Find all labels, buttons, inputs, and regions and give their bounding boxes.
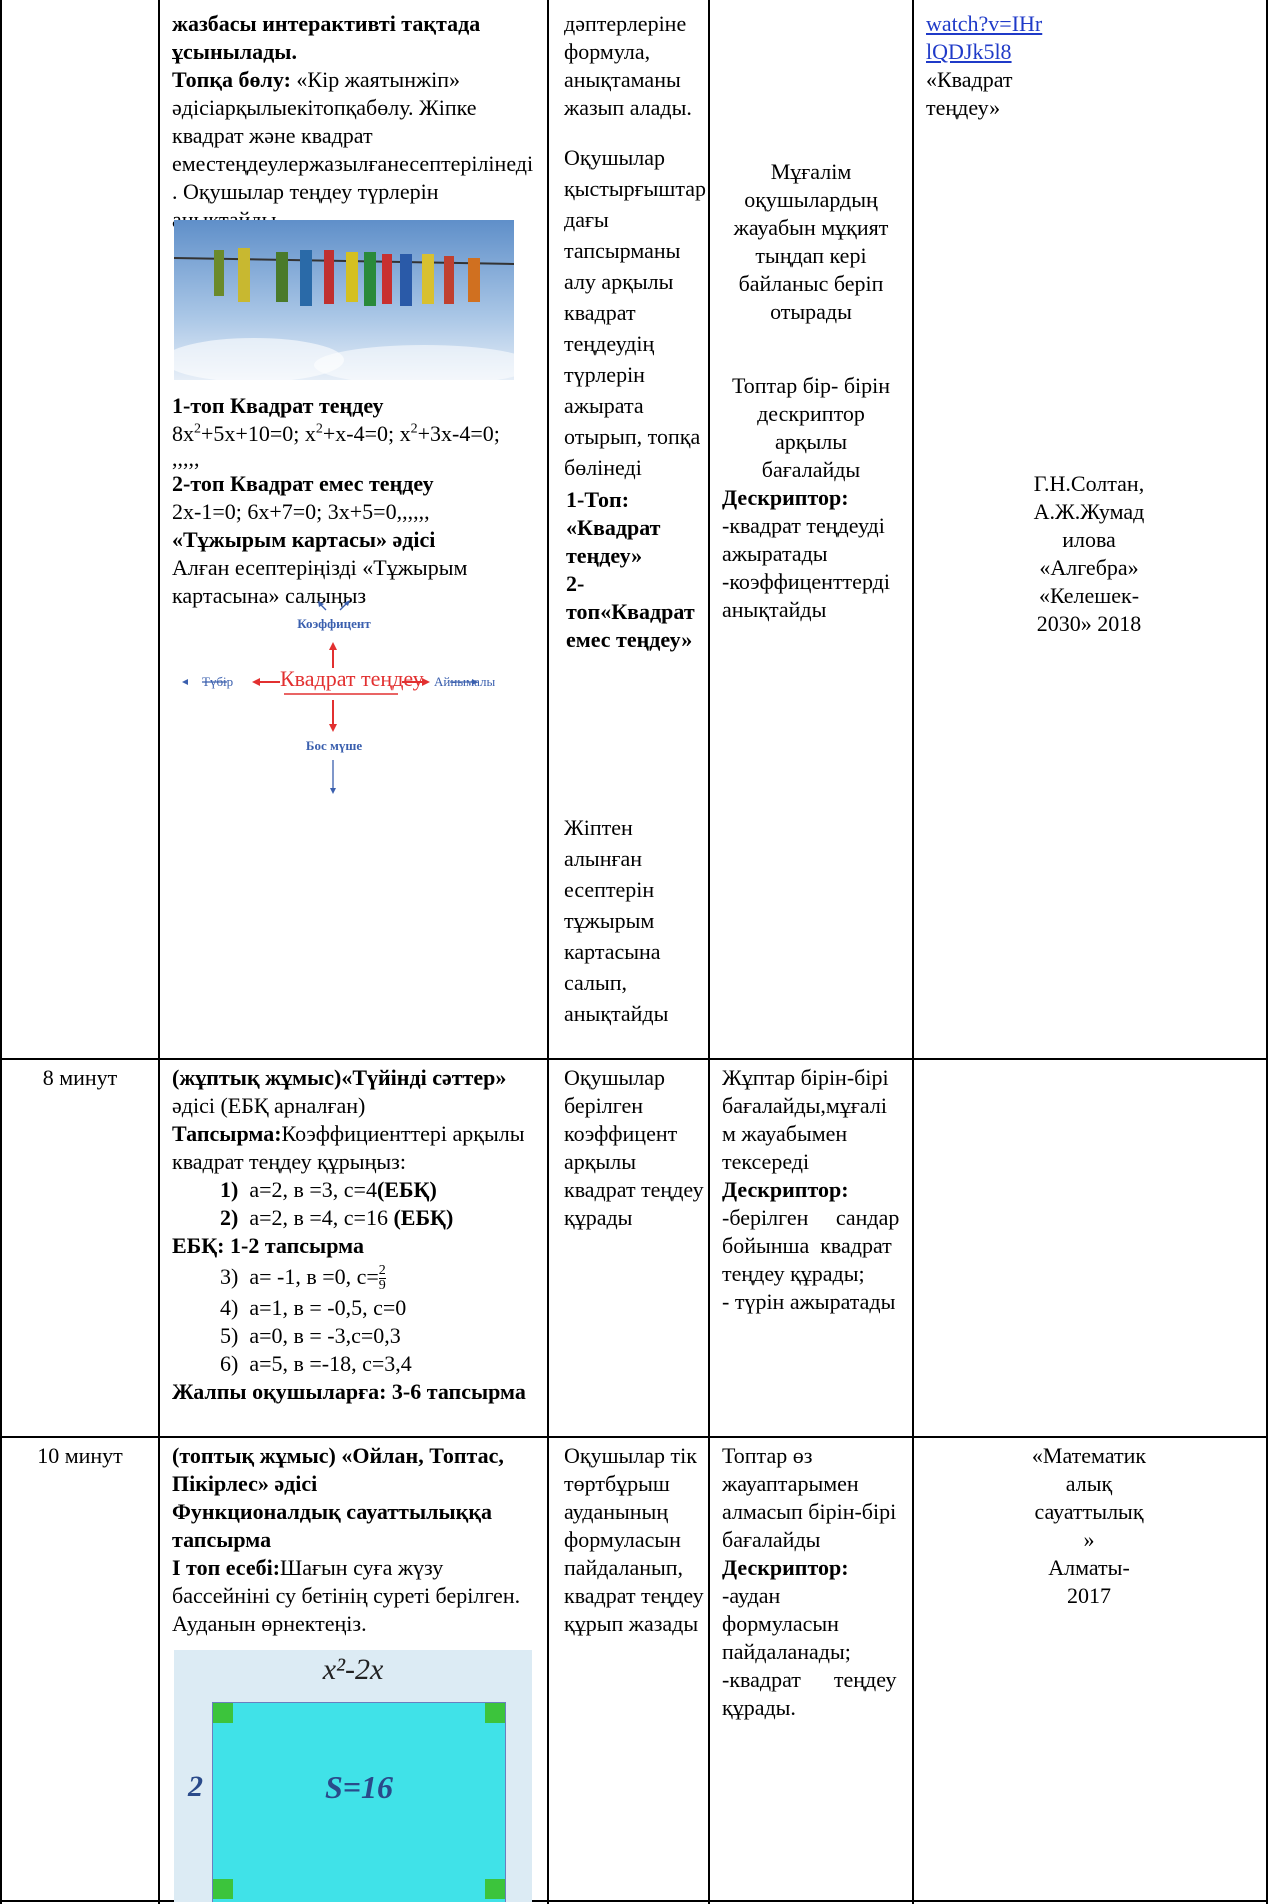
pool-corner [213,1703,233,1723]
concept-map-arrows [182,600,478,794]
pool-rectangle: S=16 [212,1702,506,1902]
row2-student-activity: Оқушылар берілген коэффицент арқылы квад… [564,1065,704,1230]
concept-map: Коэффицент Түбір Квадрат теңдеу Айнымалы… [172,600,542,800]
table-border-right [1266,0,1268,1904]
row3-task: (топтық жұмыс) «Ойлан, Топтас, Пікірлес»… [172,1443,521,1636]
table-border-left [0,0,2,1904]
resource-link[interactable]: watch?v=IHr lQDJk5l8 «Квадрат теңдеу» [926,11,1043,120]
row1-assessment: Топтар бір- бірін дескриптор арқылы баға… [731,373,891,482]
table-border-col1 [158,0,160,1904]
row1-descriptors: Дескриптор: -квадрат теңдеуді ажыратады … [722,485,890,622]
row1-student-activity-1: дәптерлеріне формула, анықтаманы жазып а… [564,11,692,120]
row1-student-activity-3: Жіптен алынған есептерін тұжырым картасы… [564,815,669,1026]
pool-top-label: x²-2x [322,1653,384,1686]
row2-assessment: Жұптар бірін-бірі бағалайды,мұғалі м жау… [722,1065,900,1314]
group1-equations: 8x2+5x+10=0; x2+x-4=0; x2+3x-4=0; [172,421,500,446]
row3-assessment: Топтар өз жауаптарымен алмасып бірін-бір… [722,1443,897,1720]
concept-map-top: Коэффицент [297,616,371,631]
pool-corner [485,1879,505,1899]
row1-resource-book: Г.Н.Солтан, А.Ж.Жумад илова «Алгебра» «К… [1033,471,1145,636]
row2-task: (жұптық жұмыс)«Түйінді сәттер» әдісі (ЕБ… [172,1065,526,1404]
group-division-text: Топқа бөлу: «Кір жаятынжіп» әдісіарқылые… [172,67,534,232]
row-divider-1 [0,1058,1268,1060]
table-border-col4 [912,0,914,1904]
groups-text: 1-топ Квадрат теңдеу 8x2+5x+10=0; x2+x-4… [172,393,500,608]
row1-student-groups: 1-Топ: «Квадрат теңдеу» 2- топ«Квадрат е… [566,487,695,652]
row-divider-2 [0,1436,1268,1438]
clothespins-photo [174,220,514,380]
row2-time: 8 минут [42,1065,118,1090]
row3-time: 10 минут [37,1443,123,1468]
concept-map-left: Түбір [202,674,234,689]
clothespin-icons [214,248,480,306]
pool-corner [213,1879,233,1899]
row1-teacher-feedback: Мұғалім оқушылардың жауабын мұқият тыңда… [733,159,889,324]
table-border-col2 [547,0,549,1904]
row3-student-activity: Оқушылар тік төртбұрыш ауданының формула… [564,1443,704,1636]
concept-map-bottom: Бос мүше [305,738,363,753]
row1-student-activity-2: Оқушылар қыстырғыштар дағы тапсырманы ал… [564,145,707,480]
concept-map-right: Айнымалы [434,674,496,689]
table-border-col3 [708,0,710,1904]
pool-area-label: S=16 [324,1769,394,1805]
row3-resource: «Математик алық сауаттылық » Алматы- 201… [1031,1443,1147,1608]
pool-figure: x²-2x S=16 2 [174,1650,532,1902]
pool-side-label: 2 [188,1770,203,1803]
intro-text: жазбасы интерактивті тақтада ұсынылады. [172,11,481,64]
concept-map-center: Квадрат теңдеу [280,666,424,691]
pool-corner [485,1703,505,1723]
row-divider-bottom [0,1900,1268,1902]
